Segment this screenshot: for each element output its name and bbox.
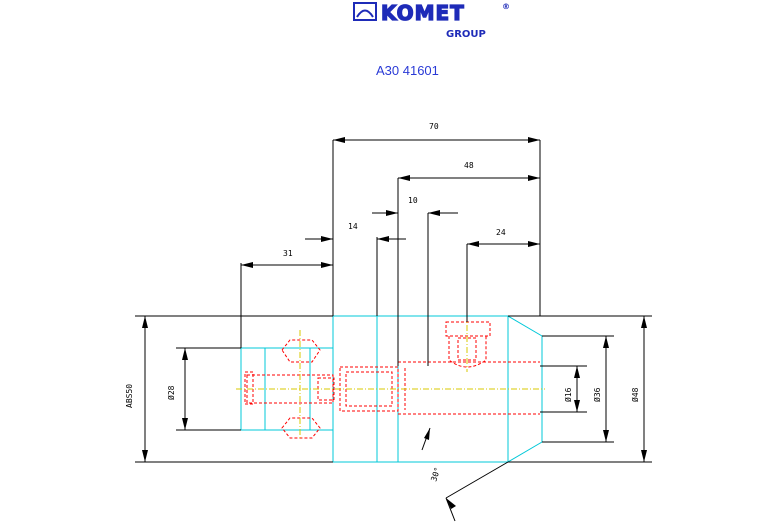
dimension-lines <box>135 139 652 522</box>
dim-14: 14 <box>348 222 358 231</box>
dim-abs50: ABS50 <box>125 384 134 408</box>
komet-emblem-icon <box>353 2 377 21</box>
dim-dia-48: Ø48 <box>630 387 640 402</box>
dim-31: 31 <box>283 249 293 258</box>
dimension-labels: 70 48 10 14 24 31 ABS50 Ø28 Ø16 Ø36 Ø48 … <box>125 122 640 483</box>
logo-group: GROUP <box>446 29 486 40</box>
dim-48: 48 <box>464 161 474 170</box>
komet-logo: KOMET ® GROUP <box>353 0 510 40</box>
centerlines <box>236 314 545 440</box>
dim-dia-36: Ø36 <box>592 387 602 402</box>
logo-brand: KOMET <box>381 1 465 25</box>
dim-dia-28: Ø28 <box>166 385 176 400</box>
arrowheads <box>142 137 647 509</box>
dim-70: 70 <box>429 122 439 131</box>
dim-24: 24 <box>496 228 506 237</box>
dim-10: 10 <box>408 196 418 205</box>
part-number: A30 41601 <box>376 63 439 78</box>
dim-angle-30: 30° <box>429 466 442 483</box>
dim-dia-16: Ø16 <box>563 387 573 402</box>
logo-registered: ® <box>502 2 510 11</box>
hidden-features <box>244 321 540 439</box>
